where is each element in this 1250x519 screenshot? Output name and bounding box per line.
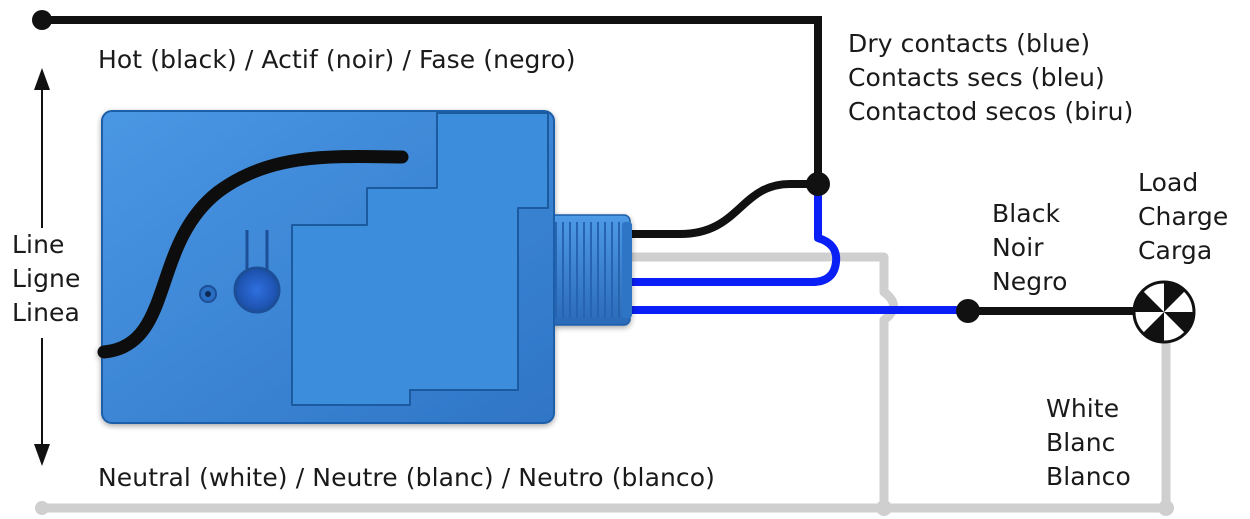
load-label: Load Charge Carga: [1138, 166, 1228, 268]
white-label-fr: Blanc: [1046, 428, 1116, 457]
load-junction-dot: [956, 299, 980, 323]
black-label-es: Negro: [992, 267, 1068, 296]
white-label-es: Blanco: [1046, 462, 1131, 491]
line-label-en: Line: [12, 230, 65, 259]
load-label-en: Load: [1138, 168, 1199, 197]
device-black-wire: [632, 180, 818, 238]
dry-contacts-label-en: Dry contacts (blue): [848, 29, 1091, 58]
white-label-en: White: [1046, 394, 1120, 423]
white-label: White Blanc Blanco: [1046, 392, 1131, 494]
line-label: Line Ligne Linea: [12, 228, 80, 330]
dry-contact-wire: [632, 186, 841, 286]
device-white-wire: [632, 252, 898, 508]
double-arrow-icon: [34, 68, 50, 466]
neutral-wire: [35, 500, 1174, 516]
load-label-es: Carga: [1138, 236, 1213, 265]
dry-contacts-label-fr: Contacts secs (bleu): [848, 63, 1105, 92]
lamp-icon: [1132, 280, 1196, 344]
dry-contacts-label: Dry contacts (blue) Contacts secs (bleu)…: [848, 27, 1133, 129]
black-label-en: Black: [992, 199, 1061, 228]
hot-junction-dot: [806, 172, 830, 196]
hot-label: Hot (black) / Actif (noir) / Fase (negro…: [98, 45, 576, 74]
line-label-es: Linea: [12, 298, 80, 327]
neutral-label: Neutral (white) / Neutre (blanc) / Neutr…: [98, 463, 716, 492]
load-label-fr: Charge: [1138, 202, 1229, 231]
black-label-fr: Noir: [992, 233, 1044, 262]
smart-switch-device: [97, 110, 632, 424]
line-label-fr: Ligne: [12, 264, 81, 293]
hot-wire: [32, 10, 822, 184]
dry-contacts-label-es: Contactod secos (biru): [848, 97, 1134, 126]
black-label: Black Noir Negro: [992, 197, 1067, 299]
